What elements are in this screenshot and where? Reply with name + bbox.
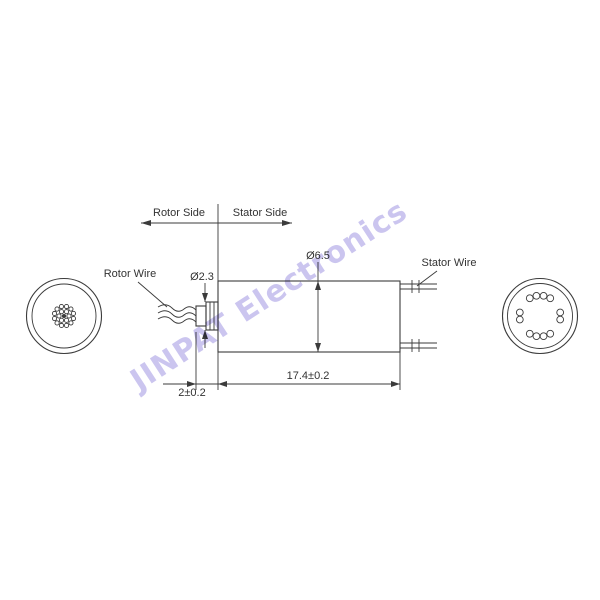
body-dim-arrow-bottom xyxy=(315,343,321,352)
rotor-side-arrowhead xyxy=(141,220,151,226)
stator-wire-leader xyxy=(416,270,438,287)
rotor-outer-circle xyxy=(25,277,103,355)
rotor-wires xyxy=(157,304,197,324)
body-diameter-label: Ø6.5 xyxy=(306,250,330,262)
rotor-wire-label: Rotor Wire xyxy=(104,268,157,280)
shaft-diameter-label: Ø2.3 xyxy=(190,271,214,283)
shaft-dim-arrow-top xyxy=(202,293,208,302)
stator-side-arrowhead xyxy=(282,220,292,226)
body-length-label: 17.4±0.2 xyxy=(287,370,330,382)
rotor-side-label: Rotor Side xyxy=(153,207,205,219)
rotor-end-view xyxy=(25,277,103,355)
annotations: Rotor Side Stator Side Rotor Wire Stator… xyxy=(104,204,477,399)
stator-outer-circle xyxy=(501,277,579,355)
stator-wires-top xyxy=(400,280,437,293)
shaft-length-label: 2±0.2 xyxy=(178,387,205,399)
stator-end-view xyxy=(501,277,579,355)
stator-wires-bottom xyxy=(400,339,437,352)
shaft xyxy=(195,305,207,327)
side-view xyxy=(157,280,437,353)
rotor-inner-circle xyxy=(31,283,97,349)
body-outline xyxy=(217,280,401,353)
shaft-dim-arrow-bottom xyxy=(202,330,208,339)
stator-wire-label: Stator Wire xyxy=(421,257,476,269)
stator-side-label: Stator Side xyxy=(233,207,287,219)
rotor-wire-leader xyxy=(137,281,168,308)
shaft-collar xyxy=(205,301,219,331)
dim-arrow-shaft xyxy=(187,381,196,387)
dim-arrow-body-left xyxy=(218,381,227,387)
contact-ring xyxy=(515,291,565,341)
wire-bundle xyxy=(51,303,77,329)
body-dim-arrow-top xyxy=(315,281,321,290)
stator-inner-circle xyxy=(507,283,573,349)
dim-arrow-body-right xyxy=(391,381,400,387)
